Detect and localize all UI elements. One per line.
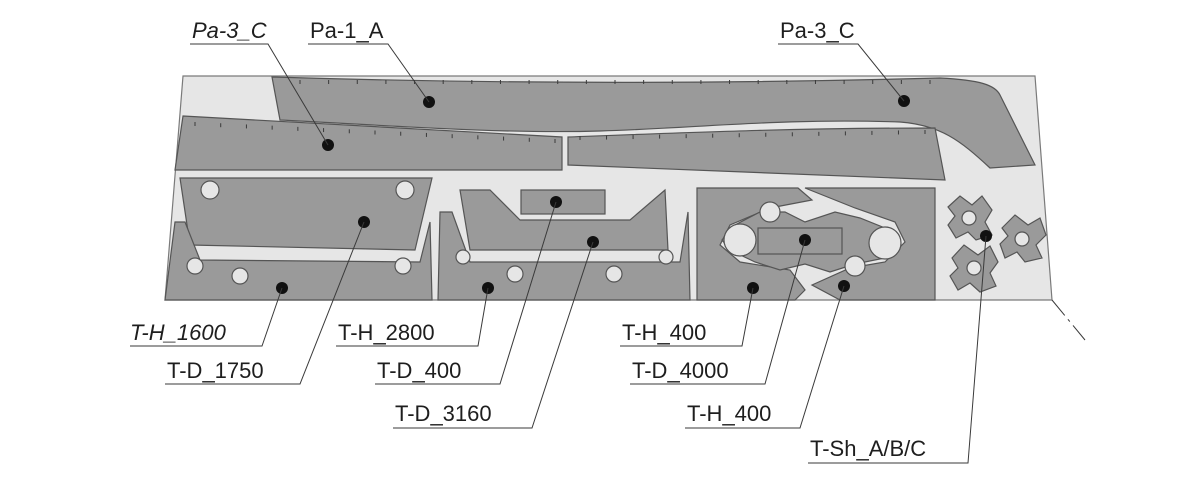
part-cutout: [231, 267, 249, 285]
leader-t-d-400: [375, 201, 557, 385]
part-cutout: [186, 257, 204, 275]
leader-t-h-400-b: [685, 285, 845, 429]
part-t-sh-a: [947, 195, 993, 241]
label-pa-1-a: Pa-1_A: [310, 18, 384, 43]
leader-t-h-1600: [130, 287, 283, 347]
part-t-sh-b: [999, 214, 1047, 263]
label-t-d-1750: T-D_1750: [167, 358, 264, 383]
part-pa-1-a: [271, 76, 1036, 169]
part-cutout: [723, 223, 757, 257]
part-t-d-1750: [179, 177, 433, 251]
part-cutout: [844, 255, 866, 277]
leader-t-d-4000: [630, 239, 806, 385]
label-t-h-1600: T-H_1600: [130, 320, 227, 345]
label-t-h-2800: T-H_2800: [338, 320, 435, 345]
label-pa-3-c-left: Pa-3_C: [192, 18, 267, 43]
leader-pa-3-c-right: [778, 43, 905, 102]
label-t-d-400: T-D_400: [377, 358, 461, 383]
label-t-d-3160: T-D_3160: [395, 401, 492, 426]
label-t-h-400-a: T-H_400: [622, 320, 706, 345]
part-t-h-1600: [164, 221, 433, 301]
part-cutout: [394, 257, 412, 275]
part-t-d-3160: [459, 188, 669, 251]
leader-t-d-1750: [165, 221, 365, 385]
leader-pa-3-c-left: [190, 43, 329, 146]
leader-t-h-400-a: [620, 287, 754, 347]
part-cutout: [868, 226, 902, 260]
part-t-h-400-a: [696, 187, 814, 301]
part-pa-3-c-right: [567, 127, 946, 181]
label-t-h-400-b: T-H_400: [687, 401, 771, 426]
leader-t-h-2800: [336, 287, 489, 347]
label-t-sh-a-b-c: T-Sh_A/B/C: [810, 436, 926, 461]
part-cutout: [506, 265, 524, 283]
leader-t-d-3160: [393, 241, 594, 429]
leader-t-sh: [808, 235, 987, 464]
part-t-sh-c: [949, 244, 999, 293]
part-cutout: [658, 249, 674, 265]
part-cutout: [395, 180, 415, 200]
part-t-d-400: [520, 189, 606, 215]
label-pa-3-c-right: Pa-3_C: [780, 18, 855, 43]
part-cutout: [200, 180, 220, 200]
sheet-edge-extension: [1051, 299, 1086, 341]
part-cutout: [455, 249, 471, 265]
part-cutout: [605, 265, 623, 283]
part-t-h-2800: [437, 211, 691, 301]
part-cutout: [759, 201, 781, 223]
label-t-d-4000: T-D_4000: [632, 358, 729, 383]
leader-pa-1-a: [308, 43, 430, 103]
